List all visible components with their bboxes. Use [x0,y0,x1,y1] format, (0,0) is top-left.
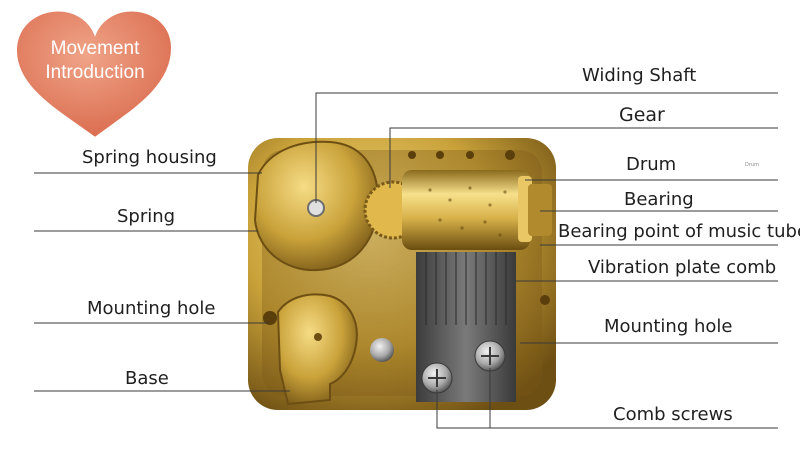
label-gear: Gear [619,104,665,126]
label-spring: Spring [117,206,176,227]
left-hole-part [263,311,277,325]
base-part [276,293,358,406]
line-comb-screws [436,390,778,429]
label-base: Base [125,368,169,389]
label-mounting-hole-left: Mounting hole [87,298,216,319]
badge-line-1: Movement [50,38,140,59]
music-box-movement [248,138,556,410]
drum-part [402,170,530,250]
badge-line-2: Introduction [45,62,145,83]
label-bearing-point: Bearing point of music tube [558,221,800,242]
label-comb: Vibration plate comb [588,257,777,278]
label-spring-housing: Spring housing [82,147,217,168]
label-drum: Drum [626,154,677,175]
label-winding-shaft: Widing Shaft [582,65,697,86]
leader-lines [34,92,778,429]
line-gear [389,127,778,188]
label-mounting-hole-right: Mounting hole [604,316,733,337]
heart-badge [14,9,174,140]
label-drum-small: Drum [745,162,759,168]
line-winding-shaft [315,92,778,203]
label-comb-screws: Comb screws [613,404,733,425]
label-bearing: Bearing [624,189,694,210]
